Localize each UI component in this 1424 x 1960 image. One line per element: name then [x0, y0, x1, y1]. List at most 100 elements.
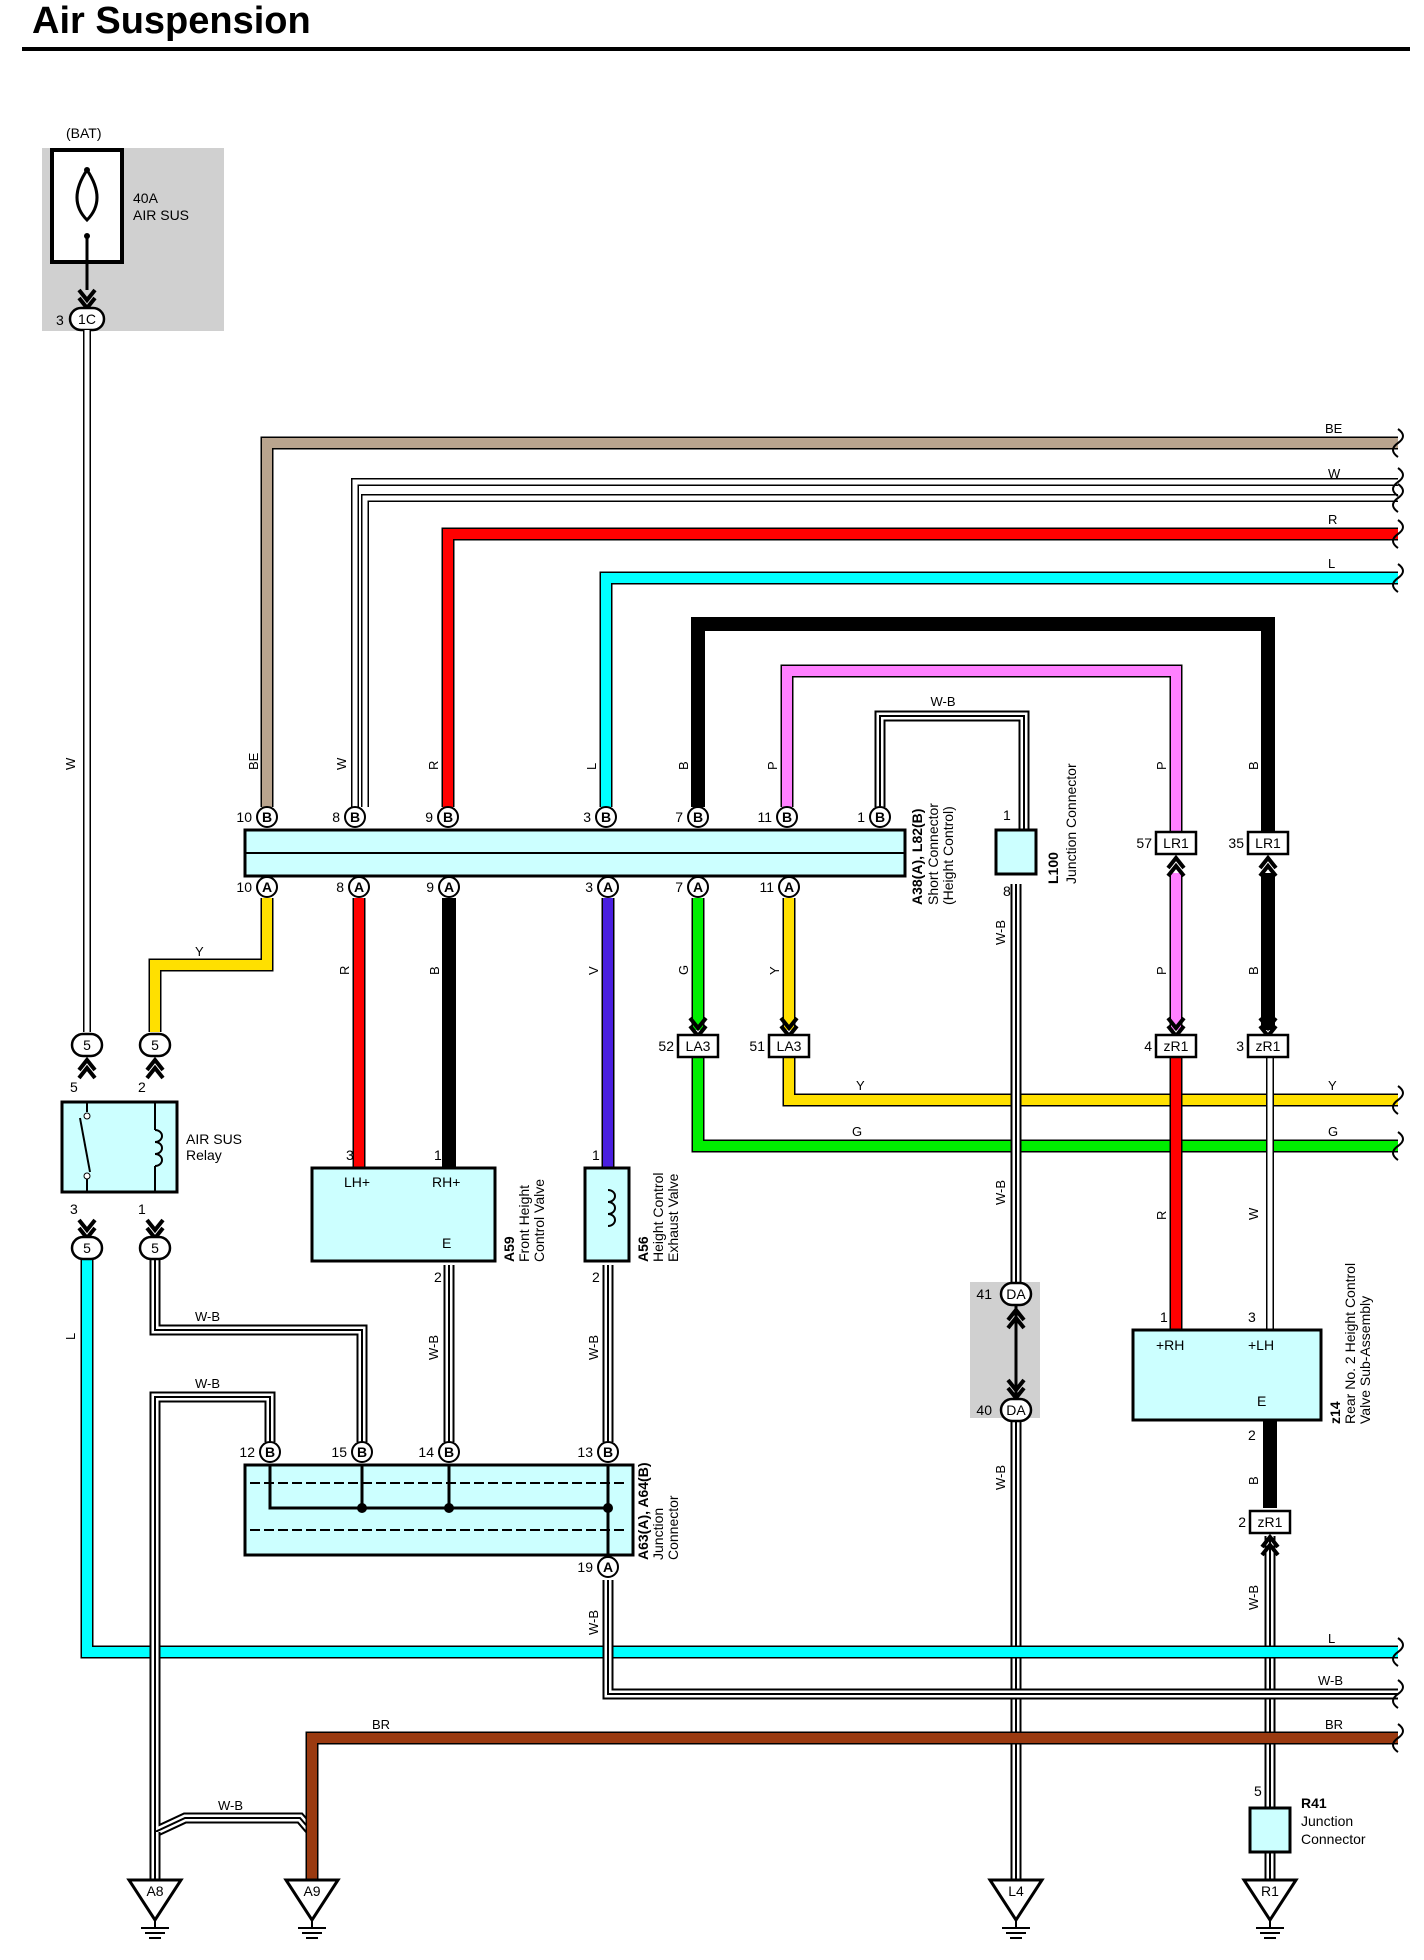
z14-desc1: Rear No. 2 Height Control [1342, 1263, 1358, 1424]
a63-top-pin-num-0: 12 [239, 1444, 255, 1460]
a38-top-pin-4 [687, 806, 709, 828]
a63-desc2: Connector [665, 1495, 681, 1560]
wire-label-l-bottom-v: L [63, 1333, 78, 1340]
da-40-label: DA [1006, 1402, 1026, 1418]
wire-y-long-outline [782, 1056, 1398, 1107]
wire-label-w-z14: W [1246, 1207, 1261, 1220]
relay-name-2: Relay [186, 1147, 222, 1163]
a38-bot-pin-num-5: 11 [759, 879, 774, 895]
l100-pin-top: 1 [1003, 807, 1011, 823]
a56-name: A56 [635, 1236, 651, 1262]
a63-top-pin-3-letter: B [603, 1444, 613, 1460]
a38-top-pin-num-3: 3 [583, 809, 591, 825]
a38-bot-pin-5 [778, 876, 800, 898]
fuse-source-label: (BAT) [66, 125, 102, 141]
da-41-num: 41 [976, 1286, 992, 1302]
a38-bot-pin-num-0: 10 [236, 879, 252, 895]
a63-top-pin-3 [597, 1441, 619, 1463]
a63-top-pin-1-letter: B [357, 1444, 367, 1460]
relay-arrow-bl-a [77, 1218, 97, 1234]
wire-wb-a63-19-white [604, 1580, 1398, 1698]
wire-w-top-1 [352, 479, 1398, 807]
ground-a9-label: A9 [303, 1883, 320, 1899]
da-arrow-up-b [1006, 1306, 1026, 1322]
wire-label-r-z14: R [1154, 1211, 1169, 1220]
a59-rh: RH+ [432, 1174, 460, 1190]
zr1-2 [1248, 1509, 1292, 1535]
r41-desc2: Connector [1301, 1831, 1366, 1847]
relay-arrow-tr-a [145, 1064, 165, 1080]
a59-pin-lh: 3 [346, 1147, 354, 1163]
wire-break-1 [1392, 467, 1404, 497]
a38-bot-pin-0 [256, 876, 278, 898]
wire-label-w-top: W [1328, 466, 1341, 481]
wire-break-6 [1392, 1131, 1404, 1161]
wire-l-top-outline [599, 571, 1398, 807]
wire-y-long [784, 1056, 1398, 1105]
a56-coil [607, 1189, 616, 1227]
a38-bot-pin-1-letter: A [354, 879, 364, 895]
ground-r1-label: R1 [1261, 1883, 1279, 1899]
wire-p-loop [782, 666, 1181, 832]
wire-wb-relay-a63-tracer [154, 1260, 363, 1442]
l100-pin-bot: 8 [1003, 883, 1011, 899]
a63-top-pin-num-3: 13 [577, 1444, 593, 1460]
la3-52-arrow-a [688, 1016, 708, 1032]
wire-label-l-bottom: L [1328, 1631, 1335, 1646]
zr1-4-num: 4 [1144, 1038, 1152, 1054]
wire-label-wb-ground: W-B [218, 1798, 243, 1813]
relay-conn-bot-right-label: 5 [151, 1240, 159, 1256]
wire-g-long [693, 1056, 1398, 1151]
wire-label-y-mid: Y [856, 1078, 865, 1093]
wire-label-wb-a56: W-B [586, 1335, 601, 1360]
relay-name-1: AIR SUS [186, 1131, 242, 1147]
a38-top-pin-1-letter: B [350, 809, 360, 825]
wire-label-r-a59: R [337, 966, 352, 975]
page-title: Air Suspension [32, 0, 311, 42]
r41-pin: 5 [1254, 1783, 1262, 1799]
zr1-4 [1154, 1033, 1198, 1059]
lr1-35-num: 35 [1228, 835, 1244, 851]
zr1-3-num: 3 [1236, 1038, 1244, 1054]
a38-top-pin-6 [869, 806, 891, 828]
z14-pin-e: 2 [1248, 1427, 1256, 1443]
z14-pin-rh: 1 [1160, 1309, 1168, 1325]
z14-e: E [1257, 1393, 1266, 1409]
wire-label-p-zr1: P [1154, 966, 1169, 975]
la3-52-num: 52 [658, 1038, 674, 1054]
z14-desc2: Valve Sub-Assembly [1357, 1296, 1373, 1424]
a38-bot-pin-4 [687, 876, 709, 898]
wire-label-y-la3: Y [767, 966, 782, 975]
wire-wb-relay-a63-white [151, 1260, 366, 1442]
ground-l4-label: L4 [1008, 1883, 1024, 1899]
a63-node-1 [444, 1503, 454, 1513]
a63-node-0 [357, 1503, 367, 1513]
wire-label-w-1: W [63, 757, 78, 770]
wire-label-p-v1: P [765, 761, 780, 770]
wire-break-7 [1392, 1637, 1404, 1667]
wire-label-be: BE [1325, 421, 1343, 436]
a38-top-pin-num-6: 1 [857, 809, 865, 825]
zr1-3-label: zR1 [1256, 1038, 1281, 1054]
a38-top-pin-0-letter: B [262, 809, 272, 825]
da-arrow-down-a [1006, 1378, 1026, 1394]
a38-top-pin-2-letter: B [443, 809, 453, 825]
da-arrow-up-a [1006, 1314, 1026, 1330]
ground-a8-label: A8 [146, 1883, 163, 1899]
zr1-2-num: 2 [1238, 1514, 1246, 1530]
relay-sw-dot2 [83, 1172, 91, 1180]
a38-top-pin-5-letter: B [782, 809, 792, 825]
a38-top-pin-1 [344, 806, 366, 828]
a38-bot-pin-num-1: 8 [336, 879, 344, 895]
wire-label-wb-right: W-B [1318, 1673, 1343, 1688]
lr1-35-label: LR1 [1255, 835, 1281, 851]
a38-top-pin-6-letter: B [875, 809, 885, 825]
a38-bot-pin-num-3: 3 [585, 879, 593, 895]
relay-conn-top-left-label: 5 [83, 1037, 91, 1053]
a38-top-pin-num-1: 8 [332, 809, 340, 825]
a38-bot-pin-2-letter: A [444, 879, 454, 895]
lr1-35 [1246, 830, 1290, 856]
wire-b-loop [692, 618, 1274, 832]
relay-pin-tl: 5 [70, 1079, 78, 1095]
